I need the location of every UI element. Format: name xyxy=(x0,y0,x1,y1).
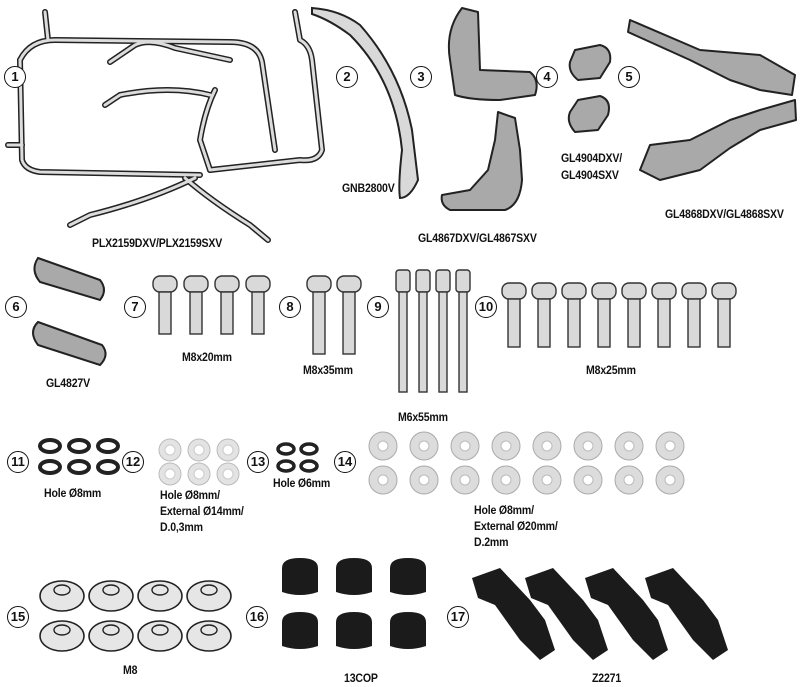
bolts-m8x35 xyxy=(306,275,362,355)
label-gl4868: GL4868DXV/GL4868SXV xyxy=(665,207,784,221)
label-gnb: GNB2800V xyxy=(342,181,395,195)
callout-2: 2 xyxy=(336,66,358,88)
label-13cop: 13COP xyxy=(344,671,378,685)
label-z2271: Z2271 xyxy=(592,671,622,685)
label-hole6: Hole Ø6mm xyxy=(273,476,331,490)
label-hole8-c-line2: External Ø20mm/ xyxy=(474,519,558,533)
gl4867-brackets xyxy=(440,7,538,211)
callout-3: 3 xyxy=(410,66,432,88)
label-hole8-b-line2: External Ø14mm/ xyxy=(160,504,244,518)
label-m8x35: M8x35mm xyxy=(303,363,353,377)
callout-11: 11 xyxy=(7,451,29,473)
label-hole8-b-line1: Hole Ø8mm/ xyxy=(160,488,220,502)
callout-16: 16 xyxy=(246,606,268,628)
spring-washers-m8 xyxy=(38,438,120,475)
side-frame-part-inner xyxy=(6,10,324,242)
label-hole8-b-line3: D.0,3mm xyxy=(160,520,203,534)
nuts-m8 xyxy=(39,580,232,652)
callout-13: 13 xyxy=(247,451,269,473)
callout-4: 4 xyxy=(536,66,558,88)
label-m6x55: M6x55mm xyxy=(398,410,448,424)
gl4827-plates xyxy=(32,256,107,367)
callout-7: 7 xyxy=(124,296,146,318)
gl4868-brackets xyxy=(627,19,797,181)
label-m8x20: M8x20mm xyxy=(182,350,232,364)
big-washers xyxy=(368,431,685,495)
callout-14: 14 xyxy=(334,451,356,473)
bolts-m6x55 xyxy=(395,269,471,393)
caps-13cop xyxy=(282,558,426,649)
grab-bar-part xyxy=(311,6,420,200)
callout-10: 10 xyxy=(475,296,497,318)
callout-12: 12 xyxy=(122,451,144,473)
label-hole8-c-line3: D.2mm xyxy=(474,535,509,549)
label-gl4867: GL4867DXV/GL4867SXV xyxy=(418,231,537,245)
callout-6: 6 xyxy=(5,296,27,318)
label-hole8-a: Hole Ø8mm xyxy=(44,486,102,500)
label-gl4904-line2: GL4904SXV xyxy=(561,168,619,182)
gl4904-brackets xyxy=(567,44,612,133)
callout-1: 1 xyxy=(4,66,26,88)
label-gl4827: GL4827V xyxy=(46,376,90,390)
label-m8: M8 xyxy=(123,663,138,677)
callout-17: 17 xyxy=(447,606,469,628)
callout-15: 15 xyxy=(7,606,29,628)
label-plx: PLX2159DXV/PLX2159SXV xyxy=(92,236,223,250)
label-hole8-c-line1: Hole Ø8mm/ xyxy=(474,503,534,517)
clamps-z2271 xyxy=(472,568,728,660)
spring-washers-m6 xyxy=(276,442,319,473)
label-gl4904-line1: GL4904DXV/ xyxy=(561,151,623,165)
bolts-m8x20 xyxy=(152,275,271,335)
callout-5: 5 xyxy=(618,66,640,88)
callout-9: 9 xyxy=(367,296,389,318)
label-m8x25: M8x25mm xyxy=(586,363,636,377)
side-frame-part xyxy=(5,9,325,243)
callout-8: 8 xyxy=(279,296,301,318)
bolts-m8x25 xyxy=(501,282,737,348)
